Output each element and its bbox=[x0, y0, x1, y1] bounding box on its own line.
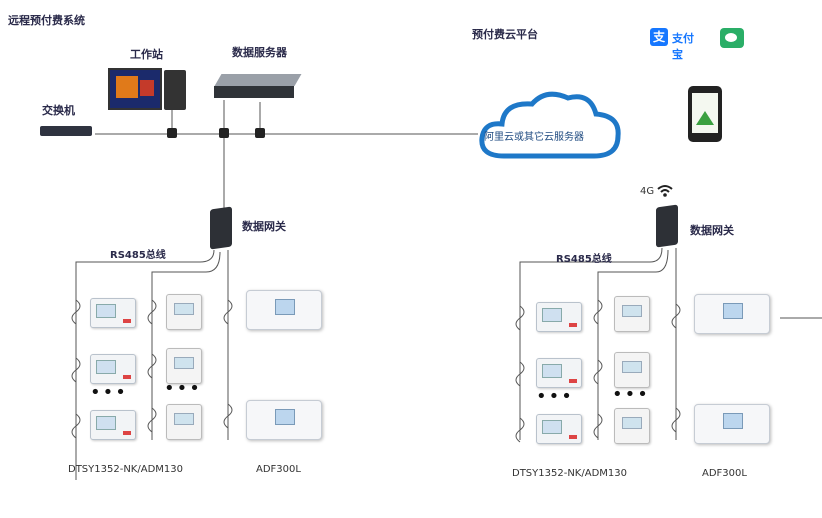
workstation-icon bbox=[108, 68, 188, 112]
meter-dtsy-right-3 bbox=[536, 414, 582, 444]
meter-adm-left-3 bbox=[166, 404, 202, 440]
meter-adm-right-1 bbox=[614, 296, 650, 332]
alipay-text: 支付宝 bbox=[672, 32, 694, 61]
gateway-left-label: 数据网关 bbox=[242, 220, 286, 233]
adf-left-label: ADF300L bbox=[256, 464, 301, 475]
meter-dtsy-left-3 bbox=[90, 410, 136, 440]
system-title: 远程预付费系统 bbox=[8, 14, 85, 27]
meter-dtsy-left-2 bbox=[90, 354, 136, 384]
meter-model-left-label: DTSY1352-NK/ADM130 bbox=[68, 464, 183, 475]
meter-dtsy-right-1 bbox=[536, 302, 582, 332]
switch-icon bbox=[40, 126, 92, 136]
cloud-server-label: 阿里云或其它云服务器 bbox=[484, 132, 584, 143]
more-dots-right-2: ••• bbox=[612, 384, 650, 405]
switch-label: 交换机 bbox=[42, 104, 75, 117]
meter-adm-left-2 bbox=[166, 348, 202, 384]
adf-left-1 bbox=[246, 290, 322, 330]
bus-left-label: RS485总线 bbox=[110, 250, 166, 261]
meter-dtsy-right-2 bbox=[536, 358, 582, 388]
more-dots-right-1: ••• bbox=[536, 386, 574, 407]
server-icon bbox=[214, 74, 302, 100]
smartphone-icon bbox=[688, 86, 722, 142]
adf-right-1 bbox=[694, 294, 770, 334]
meter-adm-right-2 bbox=[614, 352, 650, 388]
meter-adm-left-1 bbox=[166, 294, 202, 330]
meter-dtsy-left-1 bbox=[90, 298, 136, 328]
more-dots-left-2: ••• bbox=[164, 378, 202, 399]
wechat-icon bbox=[720, 28, 744, 48]
meter-adm-right-3 bbox=[614, 408, 650, 444]
wifi-signal-icon bbox=[657, 185, 673, 197]
more-dots-left-1: ••• bbox=[90, 382, 128, 403]
data-server-label: 数据服务器 bbox=[232, 46, 287, 59]
data-gateway-left-icon bbox=[210, 206, 232, 250]
meter-model-right-label: DTSY1352-NK/ADM130 bbox=[512, 468, 627, 479]
bus-right-label: RS485总线 bbox=[556, 254, 612, 265]
adf-right-2 bbox=[694, 404, 770, 444]
gateway-right-label: 数据网关 bbox=[690, 224, 734, 237]
signal-4g-label: 4G bbox=[640, 186, 655, 197]
alipay-icon: 支 支付宝 bbox=[650, 28, 702, 61]
adf-right-label: ADF300L bbox=[702, 468, 747, 479]
data-gateway-right-icon bbox=[656, 204, 678, 248]
adf-left-2 bbox=[246, 400, 322, 440]
cloud-icon bbox=[479, 91, 621, 159]
workstation-label: 工作站 bbox=[130, 48, 163, 61]
cloud-platform-label: 预付费云平台 bbox=[472, 28, 538, 41]
